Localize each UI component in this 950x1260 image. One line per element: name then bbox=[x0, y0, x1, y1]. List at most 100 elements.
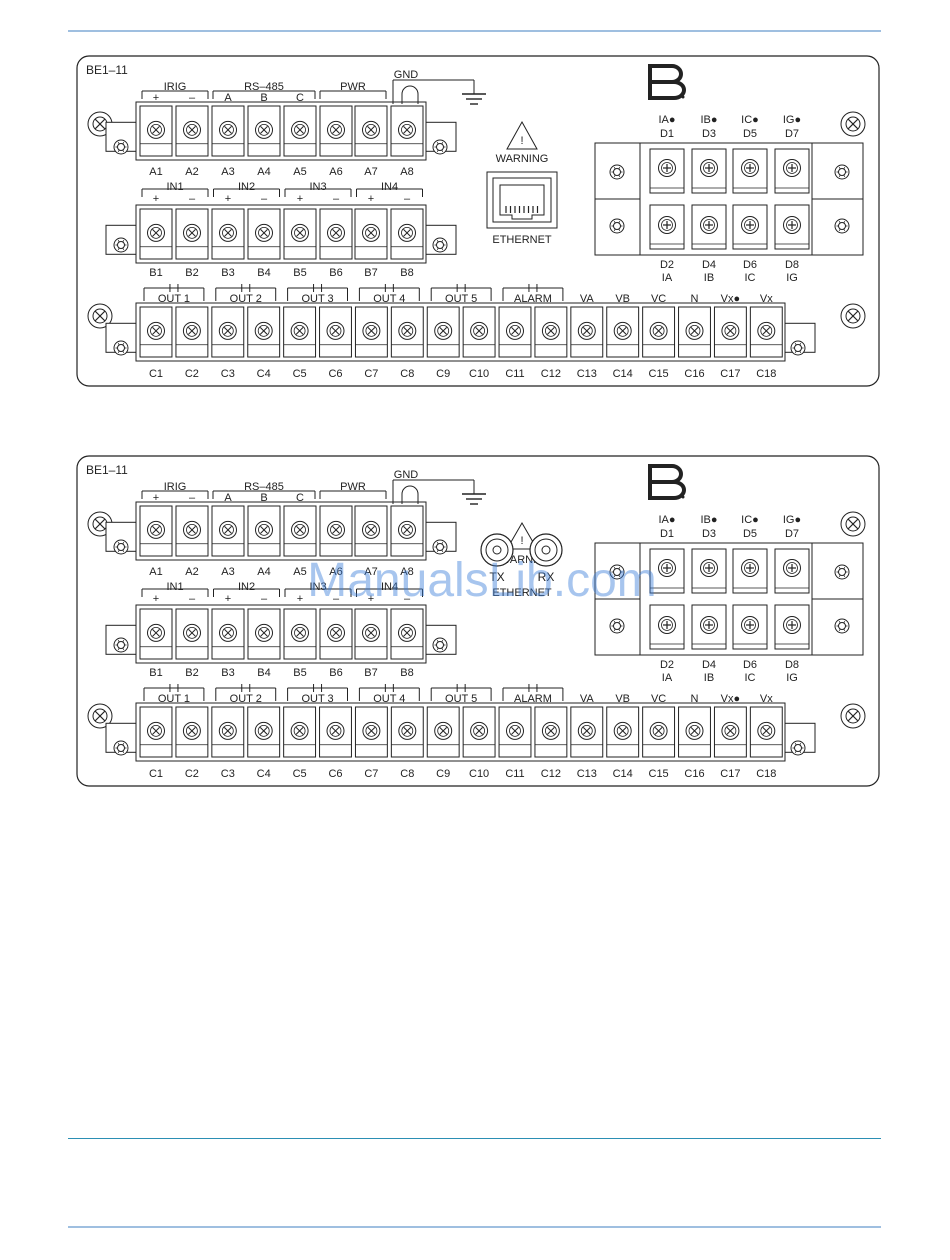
terminal-label-b: B8 bbox=[400, 267, 413, 279]
flange-screw-tooth bbox=[838, 574, 841, 577]
screw-slot bbox=[296, 125, 304, 134]
screw-ring bbox=[703, 619, 715, 631]
terminal-label-b: B1 bbox=[149, 267, 162, 279]
terminal-label-a: A3 bbox=[221, 166, 234, 178]
flange-screw-tooth bbox=[436, 240, 439, 243]
terminal-label-d-top: D5 bbox=[743, 128, 757, 140]
flange-screw-tooth bbox=[441, 640, 444, 643]
terminal-label-c: C16 bbox=[684, 368, 704, 380]
terminal-label-b: B2 bbox=[185, 267, 198, 279]
group-label-in1: IN1 bbox=[166, 581, 183, 593]
flange-screw-tooth bbox=[117, 750, 120, 753]
flange-screw-tooth bbox=[117, 149, 120, 152]
screw-slot bbox=[331, 726, 340, 735]
screw-ring bbox=[703, 219, 715, 231]
row-b-sign: + bbox=[153, 593, 159, 605]
flange-screw-tooth bbox=[122, 142, 125, 145]
flange-screw-tooth bbox=[618, 228, 621, 231]
screw-ring bbox=[221, 324, 234, 337]
terminal-label-c: C10 bbox=[469, 768, 489, 780]
screw-slot bbox=[654, 726, 663, 735]
terminal-label-d-bottom: D6 bbox=[743, 259, 757, 271]
screw-slot bbox=[152, 125, 160, 134]
mount-screw-ring bbox=[845, 516, 861, 532]
flange-screw bbox=[834, 218, 850, 234]
screw-ring bbox=[760, 724, 773, 737]
screw-ring bbox=[661, 619, 673, 631]
terminal-label-b: B6 bbox=[329, 667, 342, 679]
current-label-top: IC● bbox=[741, 114, 759, 126]
screw-slot bbox=[188, 326, 196, 335]
current-label-bottom: IC bbox=[745, 272, 756, 284]
flange-screw-tooth bbox=[117, 743, 120, 746]
flange-screw-tooth bbox=[117, 549, 120, 552]
screw-slot bbox=[152, 628, 160, 637]
terminal-label-c: C13 bbox=[577, 768, 597, 780]
screw-slot bbox=[403, 525, 411, 534]
row-b-sign: – bbox=[261, 593, 268, 605]
flange-screw-tooth bbox=[613, 228, 616, 231]
warning-icon bbox=[506, 120, 538, 150]
fiber-port-ring bbox=[534, 538, 558, 562]
screw-slot bbox=[403, 326, 412, 335]
flange-screw-tooth bbox=[838, 167, 841, 170]
terminal-label-c: C6 bbox=[328, 368, 342, 380]
screw-ring bbox=[437, 724, 450, 737]
group-label-out2: OUT 2 bbox=[230, 293, 262, 305]
screw-ring bbox=[365, 626, 377, 639]
terminal-label-c: C4 bbox=[257, 368, 271, 380]
screw-slot bbox=[547, 326, 555, 335]
flange-screw-tooth bbox=[613, 221, 616, 224]
flange-screw bbox=[432, 139, 448, 155]
screw-ring bbox=[473, 724, 486, 737]
screw-ring bbox=[258, 626, 270, 639]
screw-slot bbox=[259, 726, 268, 735]
screw-slot bbox=[511, 326, 519, 335]
screw-slot bbox=[367, 628, 375, 637]
current-label-top: IG● bbox=[783, 114, 801, 126]
flange-screw bbox=[113, 637, 129, 653]
mount-screw-ring bbox=[92, 308, 108, 324]
warning-icon bbox=[506, 521, 538, 550]
terminal-label-c: C2 bbox=[185, 368, 199, 380]
screw-slot bbox=[403, 628, 411, 637]
screw-ring bbox=[688, 324, 701, 337]
voltage-label: VA bbox=[580, 693, 595, 705]
screw-slot bbox=[152, 326, 160, 335]
screw-ring bbox=[437, 324, 450, 337]
terminal-label-c: C5 bbox=[293, 768, 307, 780]
terminal-label-c: C12 bbox=[541, 768, 561, 780]
terminal-label-b: B4 bbox=[257, 667, 270, 679]
screw-ring bbox=[150, 724, 162, 737]
flange-screw-tooth bbox=[799, 750, 802, 753]
screw-ring bbox=[186, 226, 198, 239]
flange-screw bbox=[113, 237, 129, 253]
terminal-label-c: C15 bbox=[649, 768, 669, 780]
screw-slot bbox=[690, 726, 699, 735]
flange-screw-tooth bbox=[122, 247, 125, 250]
bottom-rule-lower bbox=[68, 1226, 881, 1228]
terminal-label-c: C1 bbox=[149, 768, 163, 780]
screw-ring bbox=[294, 226, 306, 239]
screw-ring bbox=[185, 324, 198, 337]
current-label-bottom: IB bbox=[704, 272, 714, 284]
terminal-label-b: B5 bbox=[293, 667, 306, 679]
terminal-label-a: A8 bbox=[400, 166, 413, 178]
flange-screw-tooth bbox=[441, 142, 444, 145]
flange-screw bbox=[834, 164, 850, 180]
terminal-label-c: C17 bbox=[720, 368, 740, 380]
flange-screw bbox=[432, 237, 448, 253]
current-label-bottom: IG bbox=[786, 272, 798, 284]
group-label-out5: OUT 5 bbox=[445, 293, 477, 305]
terminal-label-a: A7 bbox=[364, 166, 377, 178]
terminal-label-a: A4 bbox=[257, 566, 270, 578]
group-label-out2: OUT 2 bbox=[230, 693, 262, 705]
flange-screw-tooth bbox=[618, 621, 621, 624]
flange-screw-tooth bbox=[117, 247, 120, 250]
group-label-out6: ALARM bbox=[514, 293, 552, 305]
current-label-bottom: IG bbox=[786, 672, 798, 684]
screw-slot bbox=[259, 326, 268, 335]
terminal-label-c: C8 bbox=[400, 768, 414, 780]
fiber-port-core bbox=[541, 545, 551, 555]
